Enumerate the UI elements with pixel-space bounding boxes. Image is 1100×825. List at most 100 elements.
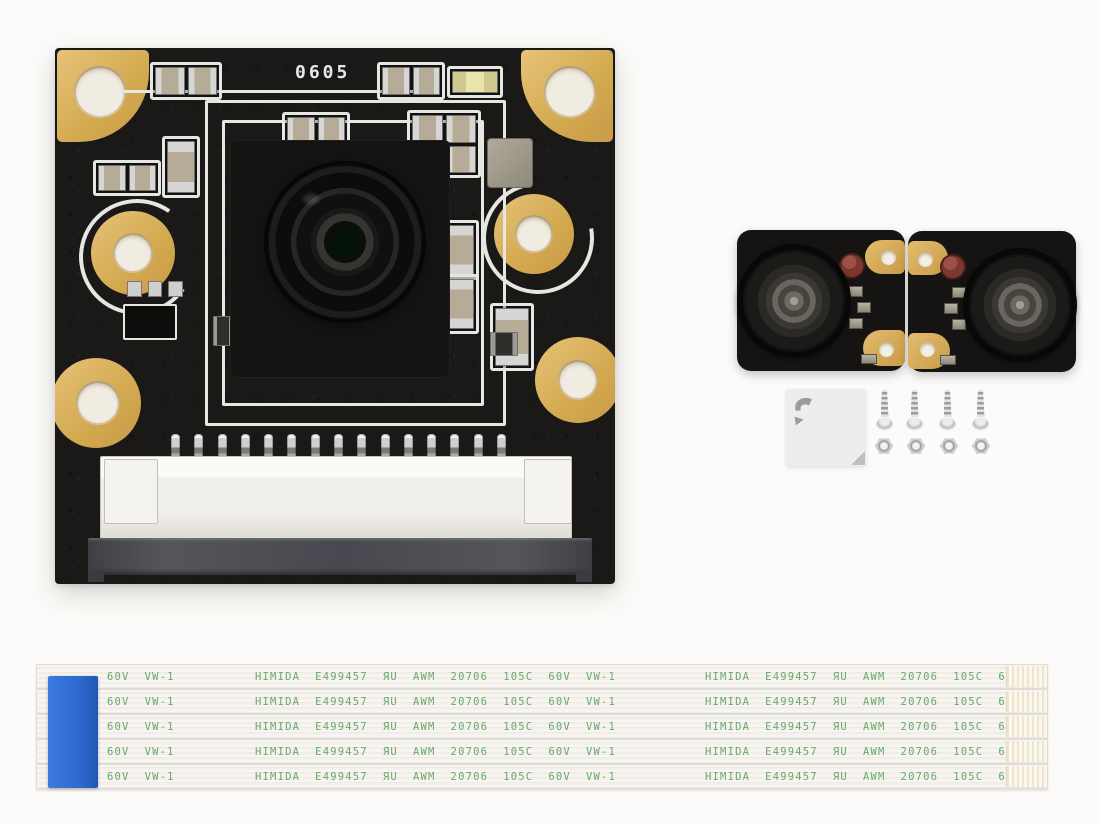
screw-shaft xyxy=(880,390,889,417)
screw-head xyxy=(877,418,892,428)
screw-head xyxy=(973,418,988,428)
smd-chip xyxy=(167,141,195,193)
cable-print-main: HIMIDA E499457 ЯU AWM 20706 105C 60V VW-… xyxy=(255,721,617,733)
smd-chip xyxy=(490,332,518,356)
cable-print-main: HIMIDA E499457 ЯU AWM 20706 105C 60V VW-… xyxy=(255,771,617,783)
connector-pin xyxy=(403,434,413,468)
ribbon-cable: 60V VW-1 HIMIDA E499457 ЯU AWM 20706 105… xyxy=(36,764,1048,789)
connector-pin xyxy=(473,434,483,468)
ribbon-cable-stack: 60V VW-1 HIMIDA E499457 ЯU AWM 20706 105… xyxy=(36,664,1048,790)
connector-pin xyxy=(357,434,367,468)
connector-pin xyxy=(264,434,274,468)
ribbon-cable: 60V VW-1 HIMIDA E499457 ЯU AWM 20706 105… xyxy=(36,689,1048,714)
screw xyxy=(907,390,922,428)
smd-chip xyxy=(849,286,863,297)
ir-lens xyxy=(963,248,1077,362)
smd-capacitor xyxy=(490,332,518,356)
screw xyxy=(877,390,892,428)
cable-print-end: HIMIDA E499457 ЯU AWM 20706 105C 6 xyxy=(705,771,1006,783)
smd-chip xyxy=(849,318,863,329)
mount-hole xyxy=(74,66,126,118)
hex-nut xyxy=(972,438,990,454)
cable-print-main: HIMIDA E499457 ЯU AWM 20706 105C 60V VW-… xyxy=(255,746,617,758)
ir-board-right xyxy=(908,231,1077,372)
cable-print-left: 60V VW-1 xyxy=(107,721,175,733)
cable-print-left: 60V VW-1 xyxy=(107,746,175,758)
ir-lens xyxy=(737,244,851,358)
smd-chip xyxy=(412,115,443,143)
led-chip xyxy=(452,71,498,93)
cable-print-end: HIMIDA E499457 ЯU AWM 20706 105C 6 xyxy=(705,746,1006,758)
connector-pin xyxy=(450,434,460,468)
mount-hole xyxy=(558,360,598,400)
ffc-connector-body xyxy=(100,456,572,540)
hex-nut xyxy=(940,438,958,454)
tab-hole xyxy=(918,252,933,267)
screw-head xyxy=(907,418,922,428)
smd-resistor-pair xyxy=(150,62,222,100)
smd-chip xyxy=(857,302,871,313)
connector-pin xyxy=(287,434,297,468)
solder-pad xyxy=(147,281,163,297)
light-sensor xyxy=(940,254,966,280)
silkscreen-text: 0605 xyxy=(295,62,351,83)
sot23-transistor xyxy=(123,304,177,340)
solder-pad xyxy=(168,281,184,297)
solder-pad xyxy=(127,281,142,297)
connector-latch xyxy=(88,538,592,575)
pin-header xyxy=(171,434,506,468)
hex-nut xyxy=(907,438,925,454)
pad-corner-fold xyxy=(851,451,865,465)
screw-shaft xyxy=(976,390,985,417)
mount-hole xyxy=(544,66,596,118)
crystal-oscillator xyxy=(487,138,533,188)
screw-head xyxy=(940,418,955,428)
smd-chip xyxy=(445,145,476,173)
smd-chip xyxy=(187,67,217,95)
connector-pin xyxy=(240,434,250,468)
silk-trace-top xyxy=(121,90,421,93)
connector-pin xyxy=(496,434,506,468)
cable-stiffener xyxy=(48,676,98,788)
cable-contacts xyxy=(1006,691,1047,712)
connector-pin xyxy=(310,434,320,468)
connector-ear-left xyxy=(104,459,158,524)
tab-hole xyxy=(881,250,896,265)
smd-chip xyxy=(382,67,410,95)
status-led xyxy=(447,66,503,98)
silk-outline-outer xyxy=(205,100,506,426)
cable-print-end: HIMIDA E499457 ЯU AWM 20706 105C 6 xyxy=(705,696,1006,708)
smd-chip xyxy=(944,303,958,314)
smd-chip xyxy=(940,355,956,365)
ribbon-cable: 60V VW-1 HIMIDA E499457 ЯU AWM 20706 105… xyxy=(36,739,1048,764)
ribbon-cable: 60V VW-1 HIMIDA E499457 ЯU AWM 20706 105… xyxy=(36,664,1048,689)
smd-chip xyxy=(128,165,156,191)
cable-print-left: 60V VW-1 xyxy=(107,696,175,708)
connector-ear-right xyxy=(524,459,572,524)
cable-contacts xyxy=(1006,666,1047,687)
camera-lens xyxy=(267,164,423,320)
cable-print-main: HIMIDA E499457 ЯU AWM 20706 105C 60V VW-… xyxy=(255,671,617,683)
connector-pin xyxy=(333,434,343,468)
mount-hole xyxy=(113,233,153,273)
smd-resistor xyxy=(162,136,200,198)
connector-pin xyxy=(427,434,437,468)
smd-chip xyxy=(155,67,185,95)
smd-chip xyxy=(861,354,877,364)
screw xyxy=(973,390,988,428)
cable-print-end: HIMIDA E499457 ЯU AWM 20706 105C 6 xyxy=(705,671,1006,683)
mount-hole xyxy=(76,381,120,425)
mount-hole xyxy=(515,215,553,253)
screw xyxy=(940,390,955,428)
cable-print-main: HIMIDA E499457 ЯU AWM 20706 105C 60V VW-… xyxy=(255,696,617,708)
smd-resistor-pair xyxy=(93,160,161,196)
screw-shaft xyxy=(943,390,952,417)
smd-chip xyxy=(98,165,126,191)
connector-pin xyxy=(380,434,390,468)
silk-outline-inner xyxy=(222,120,484,406)
cable-contacts xyxy=(1006,716,1047,737)
smd-resistor-pair xyxy=(377,62,445,100)
cable-print-end: HIMIDA E499457 ЯU AWM 20706 105C 6 xyxy=(705,721,1006,733)
connector-pin xyxy=(171,434,180,468)
